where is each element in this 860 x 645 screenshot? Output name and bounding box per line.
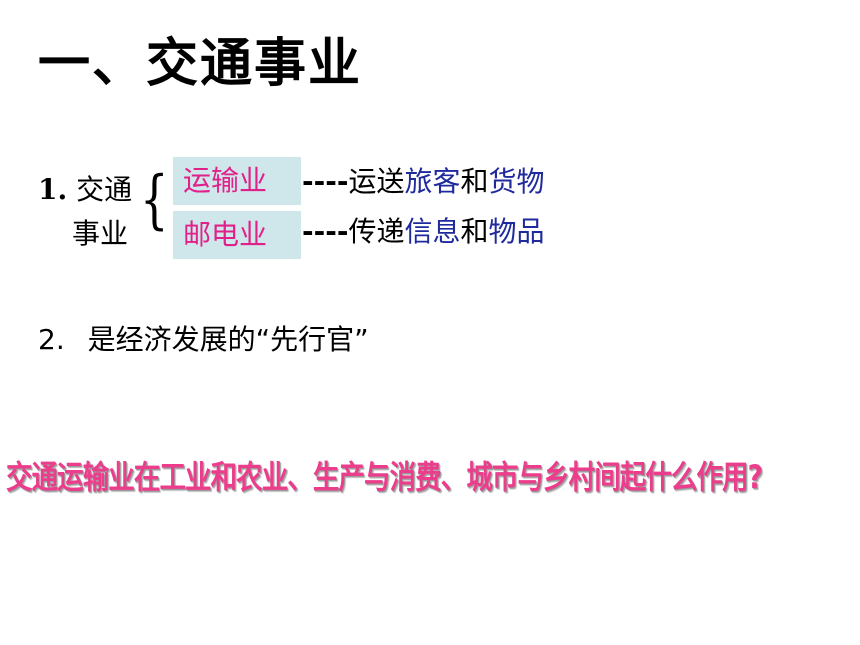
- item2-text: 是经济发展的“先行官”: [87, 323, 369, 356]
- question-text: 交通运输业在工业和农业、生产与消费、城市与乡村间起什么作用?: [6, 458, 763, 496]
- slide-title: 一、交通事业: [38, 34, 363, 94]
- dash-separator: ----: [302, 215, 349, 248]
- post-telecom-description: ----传递信息和物品: [302, 215, 545, 249]
- item1-label-line2: 事业: [72, 217, 129, 250]
- desc-object-information: 信息: [404, 215, 461, 248]
- item1-label: 1. 交通: [38, 172, 132, 208]
- dash-separator: ----: [302, 165, 349, 198]
- item2: 2. 是经济发展的“先行官”: [38, 322, 369, 358]
- desc-conjunction: 和: [460, 215, 489, 248]
- transport-industry-description: ----运送旅客和货物: [302, 165, 545, 199]
- post-telecom-box: 邮电业: [173, 211, 301, 259]
- transport-industry-box: 运输业: [173, 157, 301, 205]
- item2-number: 2.: [38, 323, 65, 356]
- desc-object-goods: 货物: [488, 165, 545, 198]
- item1-label-line1: 交通: [76, 173, 133, 206]
- curly-brace: {: [140, 163, 169, 237]
- desc-verb: 运送: [348, 165, 405, 198]
- desc-verb: 传递: [348, 215, 405, 248]
- item1-number: 1.: [38, 173, 68, 206]
- desc-object-passengers: 旅客: [404, 165, 461, 198]
- desc-conjunction: 和: [460, 165, 489, 198]
- desc-object-articles: 物品: [488, 215, 545, 248]
